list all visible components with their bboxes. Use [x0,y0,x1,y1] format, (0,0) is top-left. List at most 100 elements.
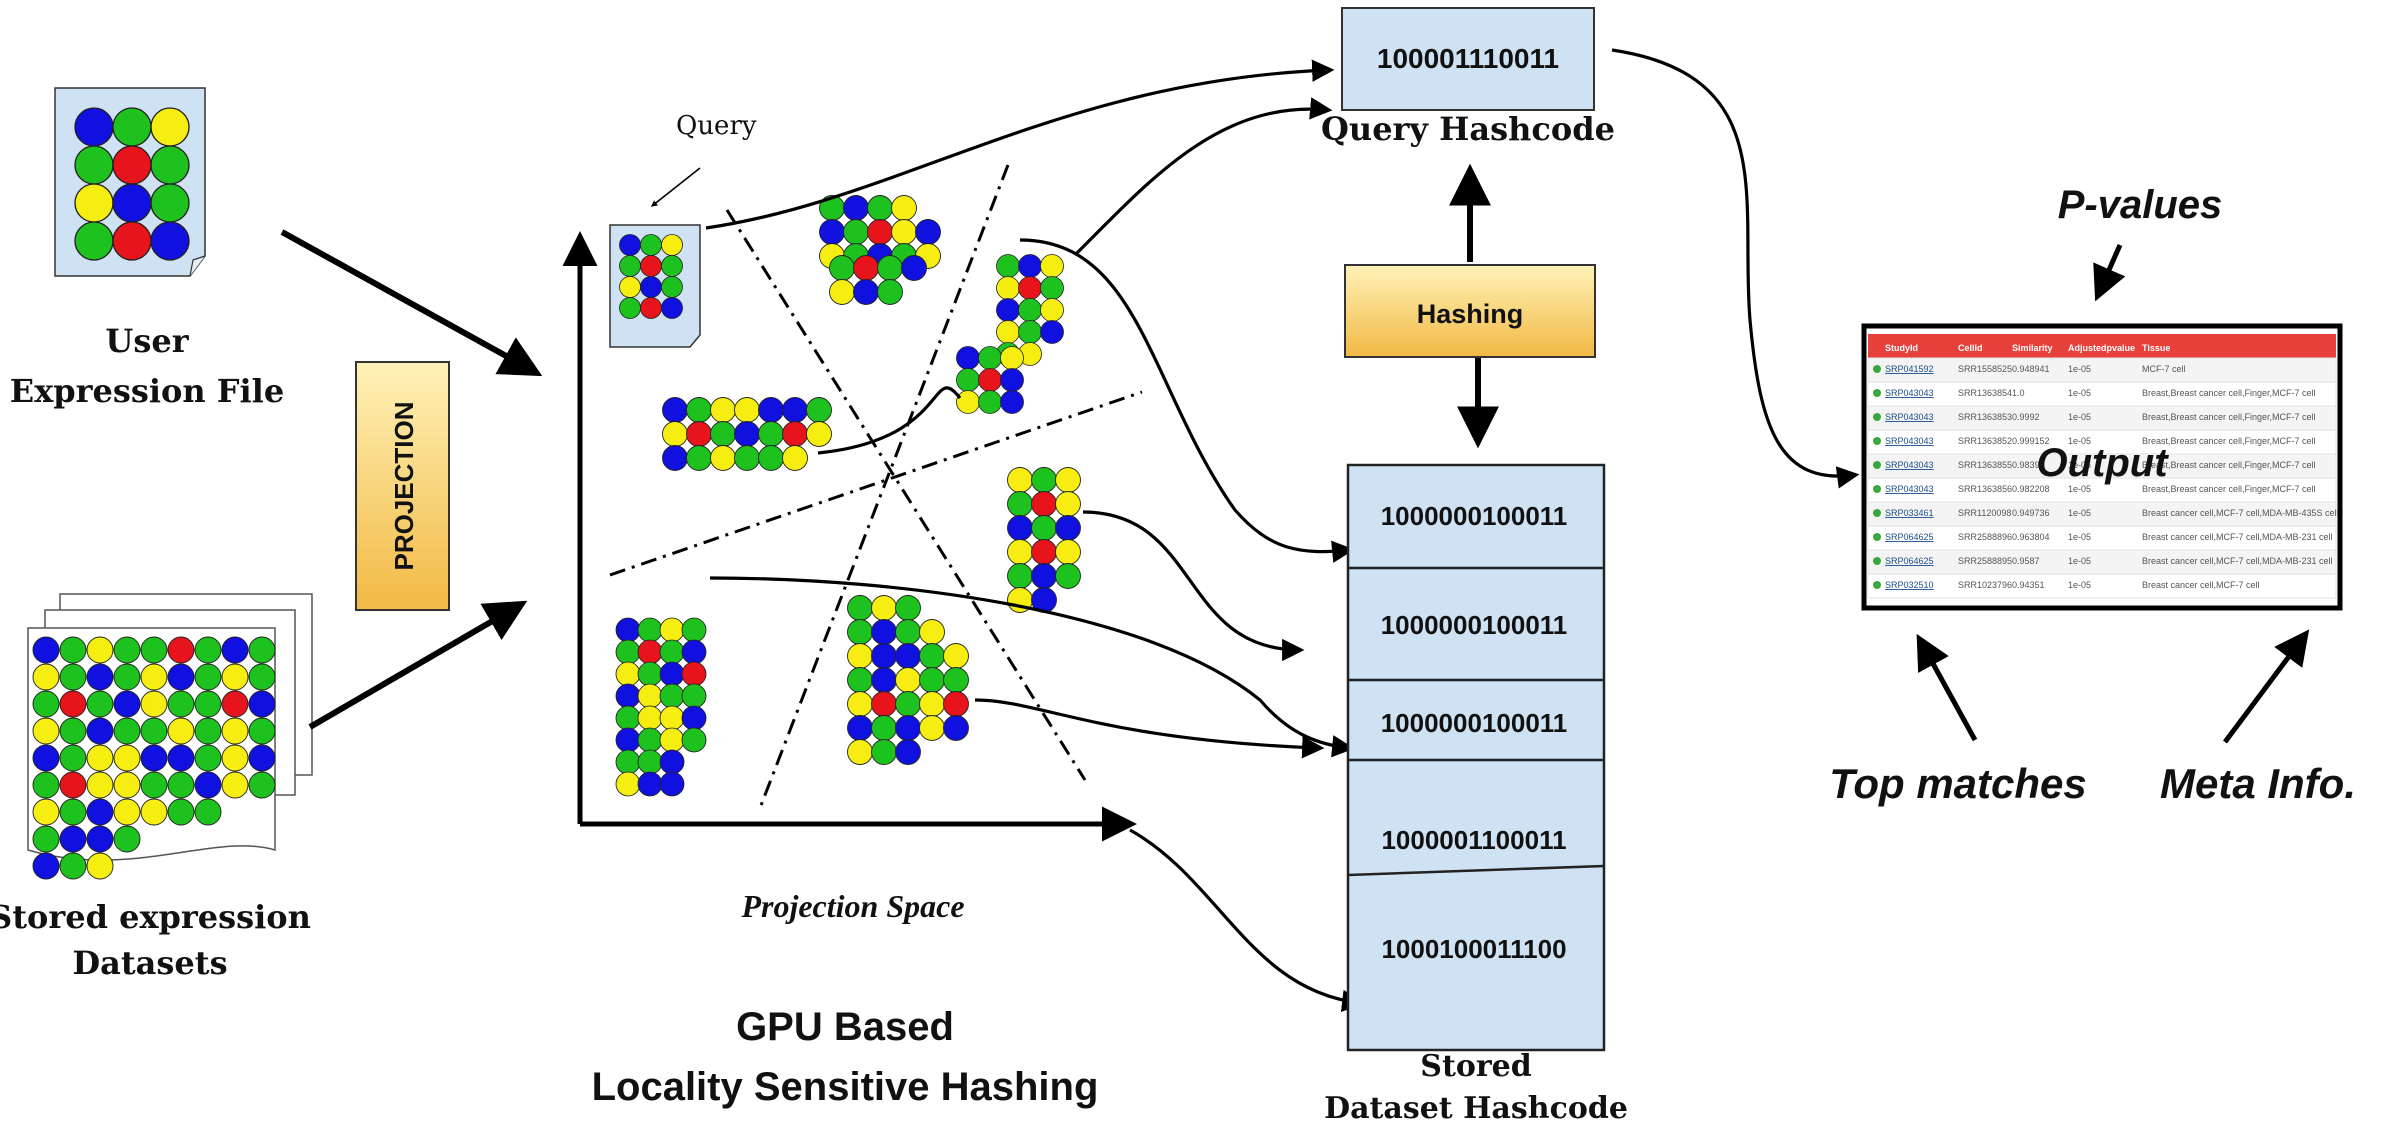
expression-circle [86,771,114,799]
expression-circle [1055,491,1081,517]
status-dot-icon [1873,437,1881,445]
expression-circle [877,279,903,305]
hyperplane-1 [725,209,1087,781]
table-cell: 1e-05 [2068,364,2091,374]
expression-circle [194,636,222,664]
expression-circle [637,727,663,753]
cluster-hash-connector [1073,97,1333,257]
expression-circle [637,661,663,687]
expression-circle [1055,515,1081,541]
table-cell: 1e-05 [2068,436,2091,446]
expression-circle [681,683,707,709]
expression-circle [1018,254,1042,278]
table-cell[interactable]: SRP032510 [1885,580,1934,590]
expression-circle [1018,276,1042,300]
expression-circle [615,661,641,687]
table-cell[interactable]: SRP064625 [1885,556,1934,566]
expression-circle [113,825,141,853]
expression-circle [710,445,736,471]
expression-circle [681,639,707,665]
expression-circle [637,639,663,665]
table-cell[interactable]: SRP064625 [1885,532,1934,542]
expression-circle [996,254,1020,278]
expression-circle [956,346,980,370]
expression-circle [659,705,685,731]
table-cell[interactable]: SRP041592 [1885,364,1934,374]
expression-circle [853,255,879,281]
expression-circle [32,690,60,718]
expression-circle [86,690,114,718]
table-cell[interactable]: SRP043043 [1885,388,1934,398]
table-cell: Breast,Breast cancer cell,Finger,MCF-7 c… [2142,412,2316,422]
table-row [1867,477,2337,503]
stored-hashcode-3: 1000000100011 [1381,708,1568,738]
table-cell: 1e-05 [2068,580,2091,590]
cluster-hash-connector [1019,238,1355,563]
expression-circle [853,279,879,305]
expression-circle [1040,320,1064,344]
expression-circle [221,663,249,691]
status-dot-icon [1873,485,1881,493]
table-cell[interactable]: SRP043043 [1885,436,1934,446]
stored-hashcode-outer [1346,463,1606,1052]
projection-box [355,361,450,611]
expression-circle [640,276,662,298]
expression-circle [86,825,114,853]
output-connector [1611,48,1860,489]
expression-circle [1018,298,1042,322]
cluster-hash-connector [1129,828,1365,1013]
hashing-label: Hashing [1417,299,1524,329]
table-cell[interactable]: SRP033461 [1885,508,1934,518]
document-fold-corner [189,255,206,277]
expression-circle [221,690,249,718]
expression-circle [996,320,1020,344]
expression-circle [847,715,873,741]
expression-circle [150,221,190,261]
query-hashcode-value: 100001110011 [1377,43,1559,74]
expression-circle [86,798,114,826]
expression-circle [194,663,222,691]
expression-circle [871,739,897,765]
expression-circle [167,663,195,691]
table-header-cell: Tissue [2142,343,2170,353]
status-dot-icon [1873,461,1881,469]
table-cell: SRR2588895 [1958,556,2012,566]
expression-circle [221,771,249,799]
expression-circle [661,297,683,319]
expression-circle [140,690,168,718]
expression-circle [1018,320,1042,344]
stored-hashcode-4: 1000001100011 [1381,825,1566,855]
expression-circle [140,663,168,691]
status-dot-icon [1873,413,1881,421]
expression-circle [661,276,683,298]
expression-circle [615,727,641,753]
expression-circle [659,661,685,687]
expression-circle [1040,254,1064,278]
p-values-label: P-values [2058,183,2223,227]
table-cell[interactable]: SRP043043 [1885,460,1934,470]
expression-circle [806,421,832,447]
table-cell[interactable]: SRP043043 [1885,412,1934,422]
expression-circle [734,397,760,423]
table-row [1867,453,2337,479]
expression-circle [86,636,114,664]
expression-circle [710,397,736,423]
expression-circle [167,744,195,772]
projection-space: Query [562,111,1143,842]
expression-circle [895,595,921,621]
expression-circle [978,368,1002,392]
expression-circle [806,397,832,423]
expression-circle [659,749,685,775]
table-cell[interactable]: SRP043043 [1885,484,1934,494]
expression-circle [659,727,685,753]
expression-circle [167,690,195,718]
expression-circle [686,445,712,471]
projection-label: PROJECTION [389,401,419,570]
expression-circle [59,690,87,718]
expression-circle [662,445,688,471]
expression-circle [59,717,87,745]
expression-circle [956,368,980,392]
table-cell: 0.999152 [2012,436,2050,446]
arrow-icon [308,600,528,730]
